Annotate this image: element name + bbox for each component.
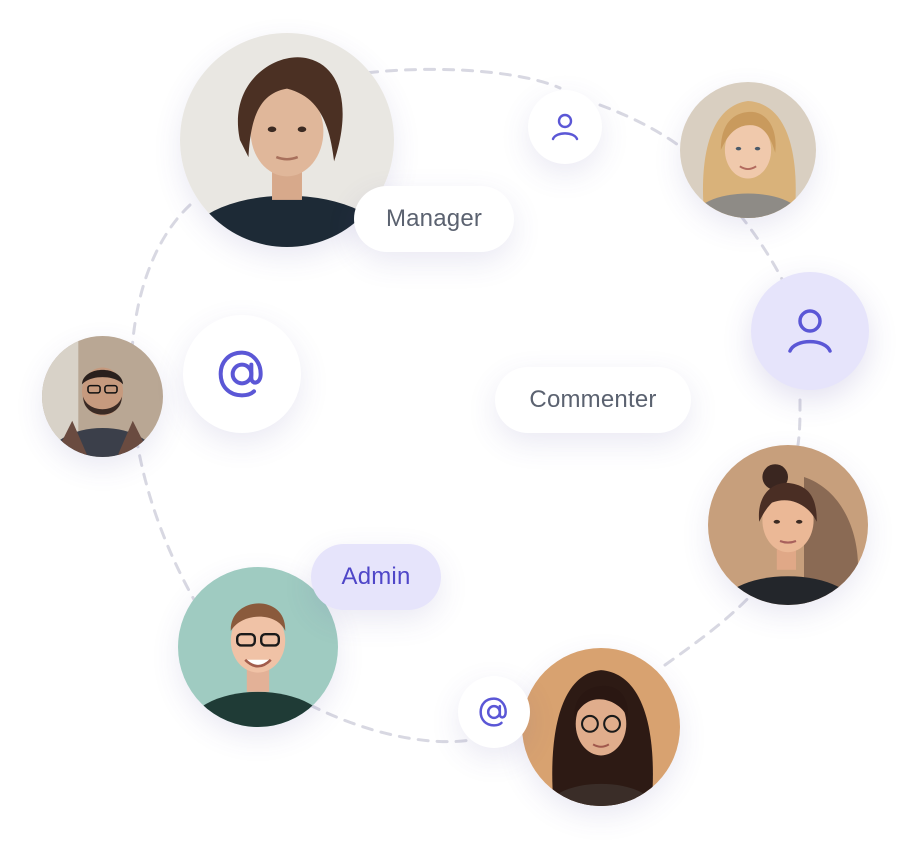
person-photo: [708, 445, 868, 605]
user-icon: [788, 309, 832, 353]
at-sign-icon: [218, 350, 263, 398]
at-sign-icon: [479, 697, 507, 727]
user-icon-bubble-large: [751, 272, 869, 390]
at-icon-bubble-large: [183, 315, 301, 433]
avatar-woman-bun: [708, 445, 868, 605]
avatar-bearded-man: [42, 336, 163, 457]
role-badge-commenter: Commenter: [495, 367, 691, 433]
role-badge-manager: Manager: [354, 186, 514, 252]
person-photo: [680, 82, 816, 218]
avatar-admin: [178, 567, 338, 727]
at-icon-bubble-small: [458, 676, 530, 748]
person-photo: [522, 648, 680, 806]
avatar-blonde-woman: [680, 82, 816, 218]
user-icon: [551, 113, 579, 141]
user-icon-bubble-small: [528, 90, 602, 164]
role-badge-admin: Admin: [311, 544, 441, 610]
avatar-woman-glasses: [522, 648, 680, 806]
person-photo: [42, 336, 163, 457]
person-photo: [178, 567, 338, 727]
